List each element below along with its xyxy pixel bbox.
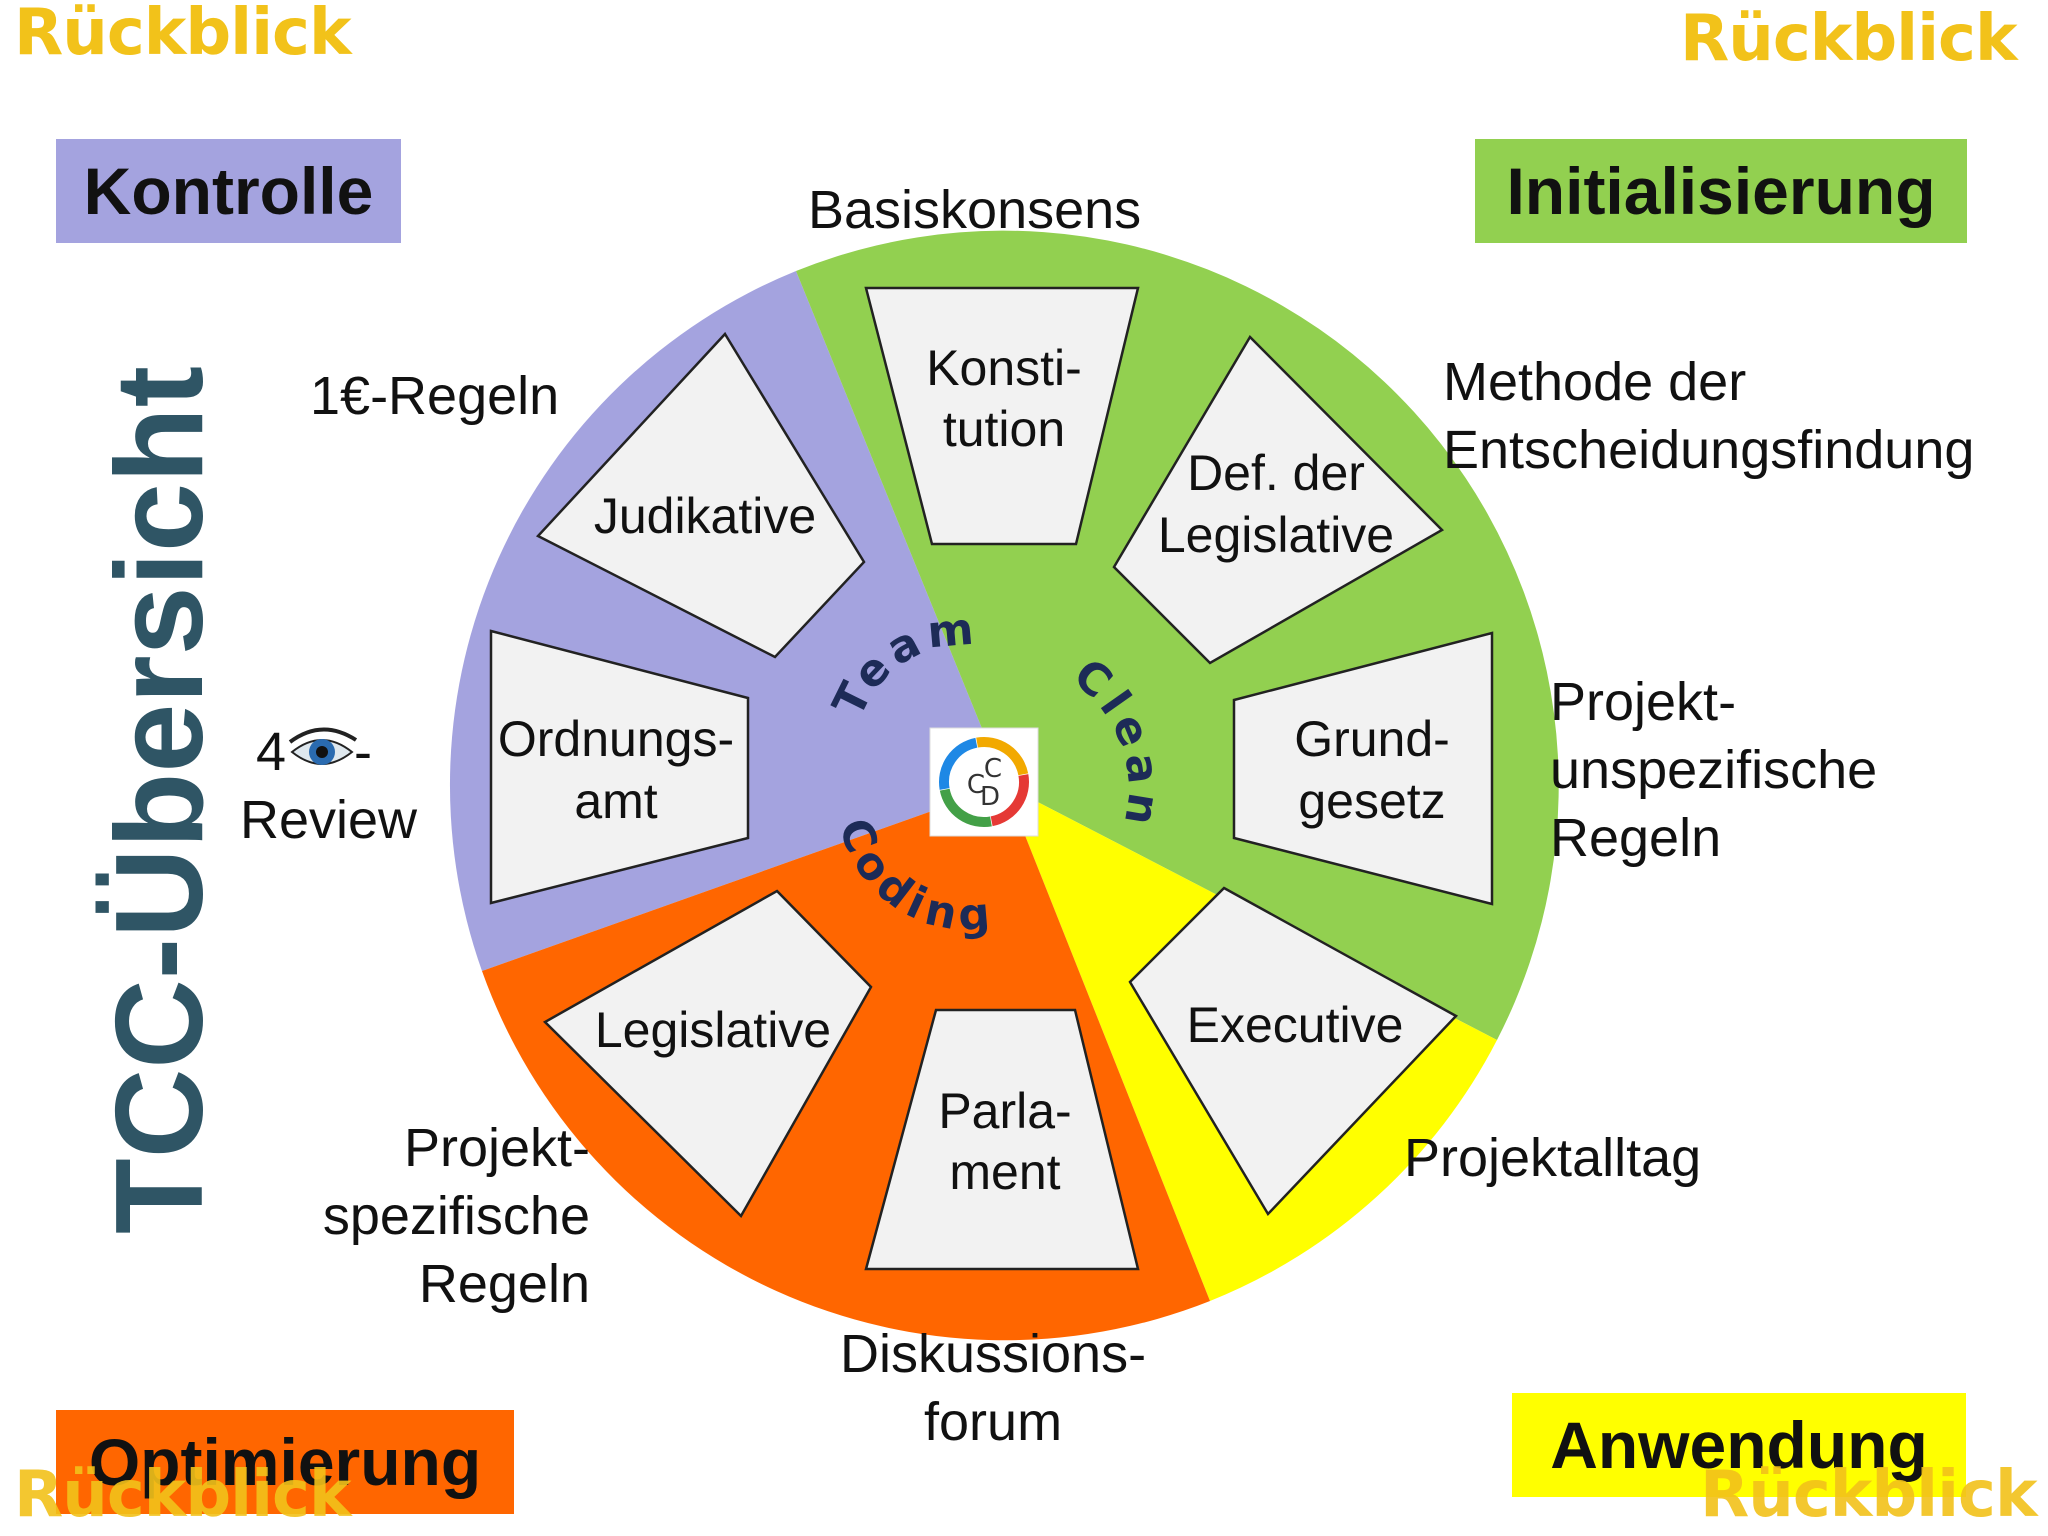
segment-konstitution — [864, 286, 1140, 546]
svg-text:C: C — [967, 770, 985, 800]
segment-konstitution-line2: tution — [943, 401, 1065, 457]
segment-parlament-line2: ment — [949, 1144, 1060, 1200]
label-projekt-unspezifisch: Projekt- unspezifische Regeln — [1550, 668, 1877, 872]
label-methode: Methode der Entscheidungsfindung — [1443, 348, 1974, 484]
label-euro-regeln: 1€-Regeln — [310, 366, 560, 426]
label-projektalltag: Projektalltag — [1404, 1128, 1702, 1188]
optimierung-label: Optimierung — [88, 1425, 482, 1499]
label-diskussionsforum-line2: forum — [924, 1392, 1063, 1452]
segment-judikative-text: Judikative — [594, 488, 816, 544]
segment-parlament-line1: Parla- — [938, 1083, 1071, 1139]
segment-grundgesetz-line2: gesetz — [1298, 773, 1445, 829]
label-projekt-unspezifisch-line1: Projekt- — [1550, 672, 1737, 732]
eye-icon — [288, 727, 358, 765]
label-projekt-unspezifisch-line3: Regeln — [1550, 808, 1722, 868]
segment-executive-text: Executive — [1187, 997, 1404, 1053]
segment-grundgesetz — [1232, 631, 1494, 906]
label-review-word: Review — [240, 790, 418, 850]
label-methode-line2: Entscheidungsfindung — [1443, 420, 1975, 480]
watermark-top-right: Rückblick — [1680, 2, 2018, 76]
anwendung-label: Anwendung — [1550, 1408, 1928, 1482]
label-methode-line1: Methode der — [1443, 352, 1747, 412]
segment-legislative-text: Legislative — [595, 1002, 831, 1058]
label-review-number: 4 — [256, 722, 287, 782]
segment-ordnungsamt-line2: amt — [574, 773, 657, 829]
segment-executive — [1128, 886, 1459, 1217]
segment-def-legislative — [1112, 334, 1445, 665]
label-projekt-spezifisch-line2: spezifische — [322, 1186, 590, 1246]
initialisierung-label: Initialisierung — [1506, 154, 1936, 228]
segment-parlament — [864, 1008, 1140, 1271]
watermark-bottom-left: Rückblick — [14, 1458, 352, 1532]
watermark-bottom-right: Rückblick — [1700, 1458, 2038, 1532]
svg-text:C: C — [984, 754, 1002, 784]
initialisierung-box: Initialisierung — [1475, 139, 1967, 243]
ccd-logo: C C D — [929, 727, 1039, 837]
svg-text:D: D — [980, 782, 1000, 812]
segment-legislative — [542, 889, 873, 1219]
label-projekt-spezifisch-line1: Projekt- — [403, 1118, 590, 1178]
segment-judikative — [535, 331, 866, 659]
watermark-top-left: Rückblick — [14, 0, 352, 70]
kontrolle-box: Kontrolle — [56, 139, 401, 243]
optimierung-box: Optimierung — [56, 1410, 514, 1514]
label-diskussionsforum: Diskussions- forum — [840, 1320, 1146, 1456]
anwendung-box: Anwendung — [1512, 1393, 1966, 1497]
segment-grundgesetz-line1: Grund- — [1294, 711, 1450, 767]
segment-ordnungsamt — [489, 629, 750, 905]
segment-def-legislative-line1: Def. der — [1187, 445, 1365, 501]
label-projekt-spezifisch-line3: Regeln — [418, 1254, 590, 1314]
label-diskussionsforum-line1: Diskussions- — [840, 1324, 1147, 1384]
segment-konstitution-line1: Konsti- — [926, 340, 1082, 396]
kontrolle-label: Kontrolle — [83, 154, 374, 228]
label-review-dash: - — [354, 722, 372, 782]
label-projekt-unspezifisch-line2: unspezifische — [1550, 740, 1878, 800]
label-basiskonsens: Basiskonsens — [808, 180, 1142, 240]
label-projekt-spezifisch: Projekt- spezifische Regeln — [290, 1114, 590, 1318]
segment-def-legislative-line2: Legislative — [1158, 507, 1394, 563]
segment-ordnungsamt-line1: Ordnungs- — [498, 711, 734, 767]
